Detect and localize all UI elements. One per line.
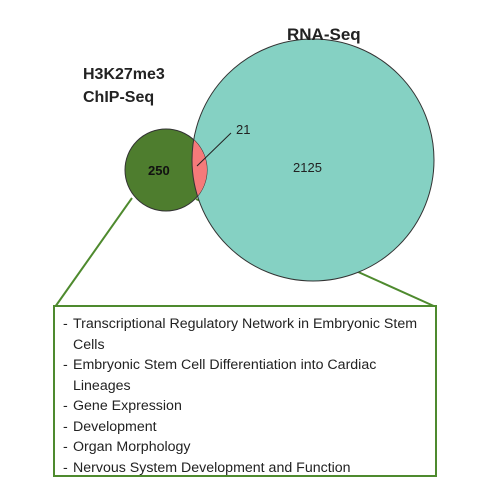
connector-line-left — [54, 197, 133, 308]
term-item: Transcriptional Regulatory Network in Em… — [63, 314, 427, 355]
chipseq-label-line2: ChIP-Seq — [83, 89, 154, 106]
enriched-terms-box: Transcriptional Regulatory Network in Em… — [53, 305, 437, 478]
chipseq-count: 250 — [148, 163, 170, 178]
overlap-leader-line — [196, 132, 232, 167]
rnaseq-label: RNA-Seq — [287, 25, 361, 44]
term-item: Development — [63, 417, 427, 438]
rnaseq-count: 2125 — [293, 160, 322, 175]
overlap-count: 21 — [236, 122, 250, 137]
overlap-region — [191, 129, 207, 211]
term-item: Organ Morphology — [63, 437, 427, 458]
term-item: Nervous System Development and Function — [63, 458, 427, 479]
chipseq-label-line1: H3K27me3 — [83, 66, 165, 83]
term-item: Embryonic Stem Cell Differentiation into… — [63, 355, 427, 396]
enriched-terms-list: Transcriptional Regulatory Network in Em… — [63, 314, 427, 478]
term-item: Gene Expression — [63, 396, 427, 417]
